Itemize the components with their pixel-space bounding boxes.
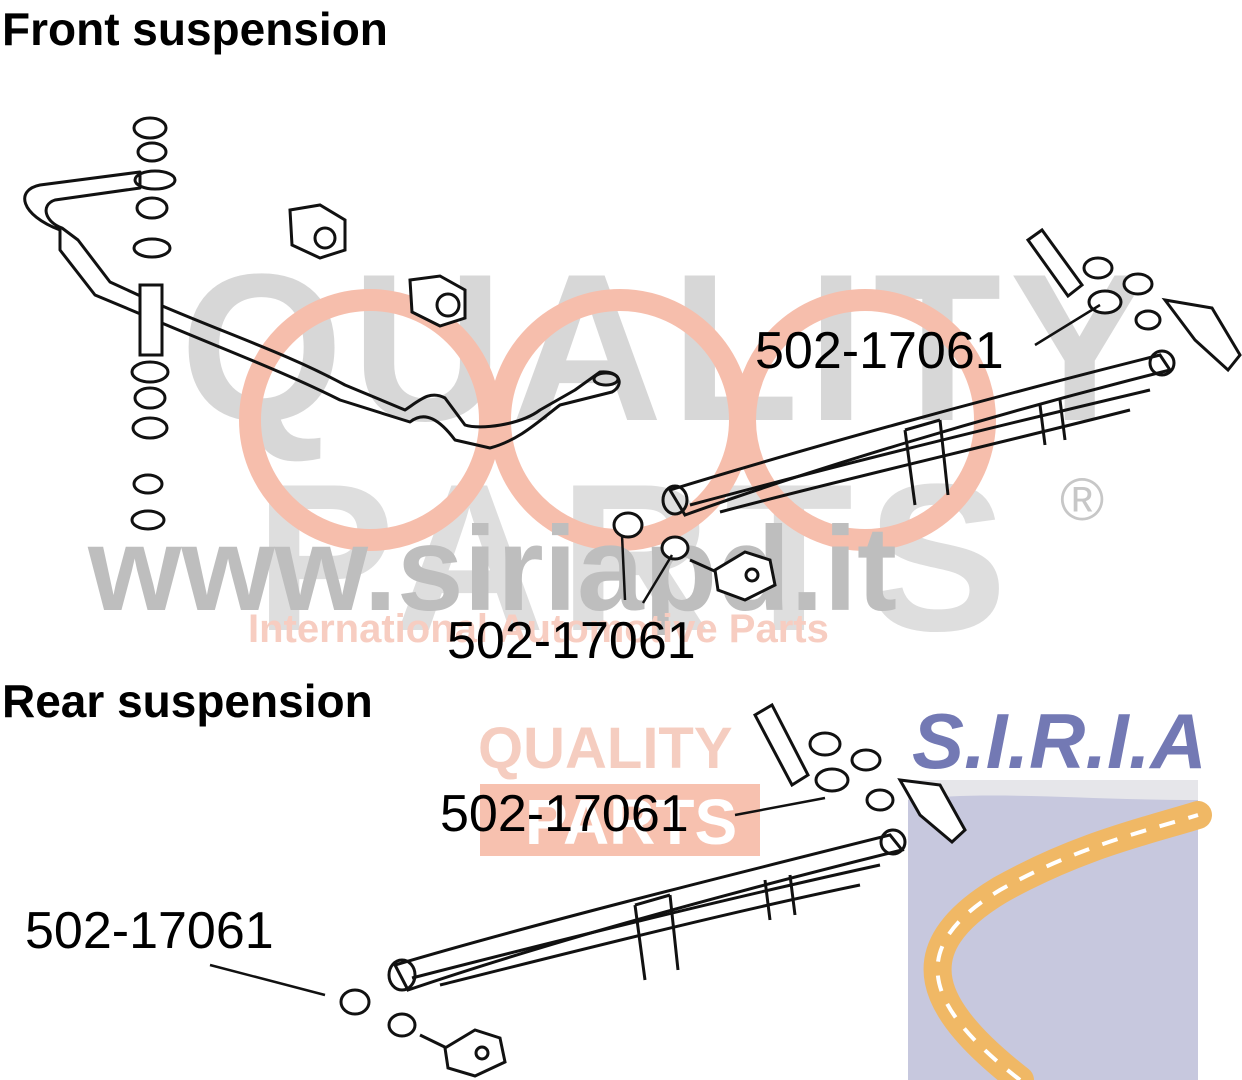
front-suspension-title: Front suspension xyxy=(2,3,388,55)
rear-lower-bushings xyxy=(339,988,507,1078)
watermark-registered-mark: ® xyxy=(1060,466,1104,533)
front-lower-bushings xyxy=(612,511,777,602)
watermark-parts-text: PARTS xyxy=(255,440,1021,675)
rear-shackle xyxy=(753,702,967,845)
callout-rear-top: 502-17061 xyxy=(440,785,689,843)
front-leaf-spring xyxy=(661,349,1176,517)
front-leader-lines xyxy=(620,303,1101,604)
rear-suspension-title: Rear suspension xyxy=(2,675,373,727)
watermark-quality-text: QUALITY xyxy=(180,230,1158,465)
rear-leaf-spring xyxy=(387,828,907,992)
siria-brand-logo: S.I.R.I.A xyxy=(908,697,1212,1080)
siria-logo-text: S.I.R.I.A xyxy=(912,697,1207,785)
front-bar-clamps xyxy=(288,203,467,328)
callout-rear-left: 502-17061 xyxy=(25,902,274,960)
quality-parts-badge: QUALITY PARTS xyxy=(478,716,760,858)
callout-front-right: 502-17061 xyxy=(755,322,1004,380)
front-link-bushings xyxy=(130,116,172,531)
rear-leader-lines xyxy=(209,796,826,997)
watermark-tagline: International Automotive Parts xyxy=(248,607,829,651)
front-shackle xyxy=(1025,227,1242,373)
callout-front-bottom: 502-17061 xyxy=(447,612,696,670)
watermark: QUALITY PARTS ® www.siriapd.it Internati… xyxy=(87,230,1158,675)
badge-quality-text: QUALITY xyxy=(478,716,733,781)
badge-parts-text: PARTS xyxy=(525,786,737,858)
front-stabilizer-bar xyxy=(23,169,621,450)
